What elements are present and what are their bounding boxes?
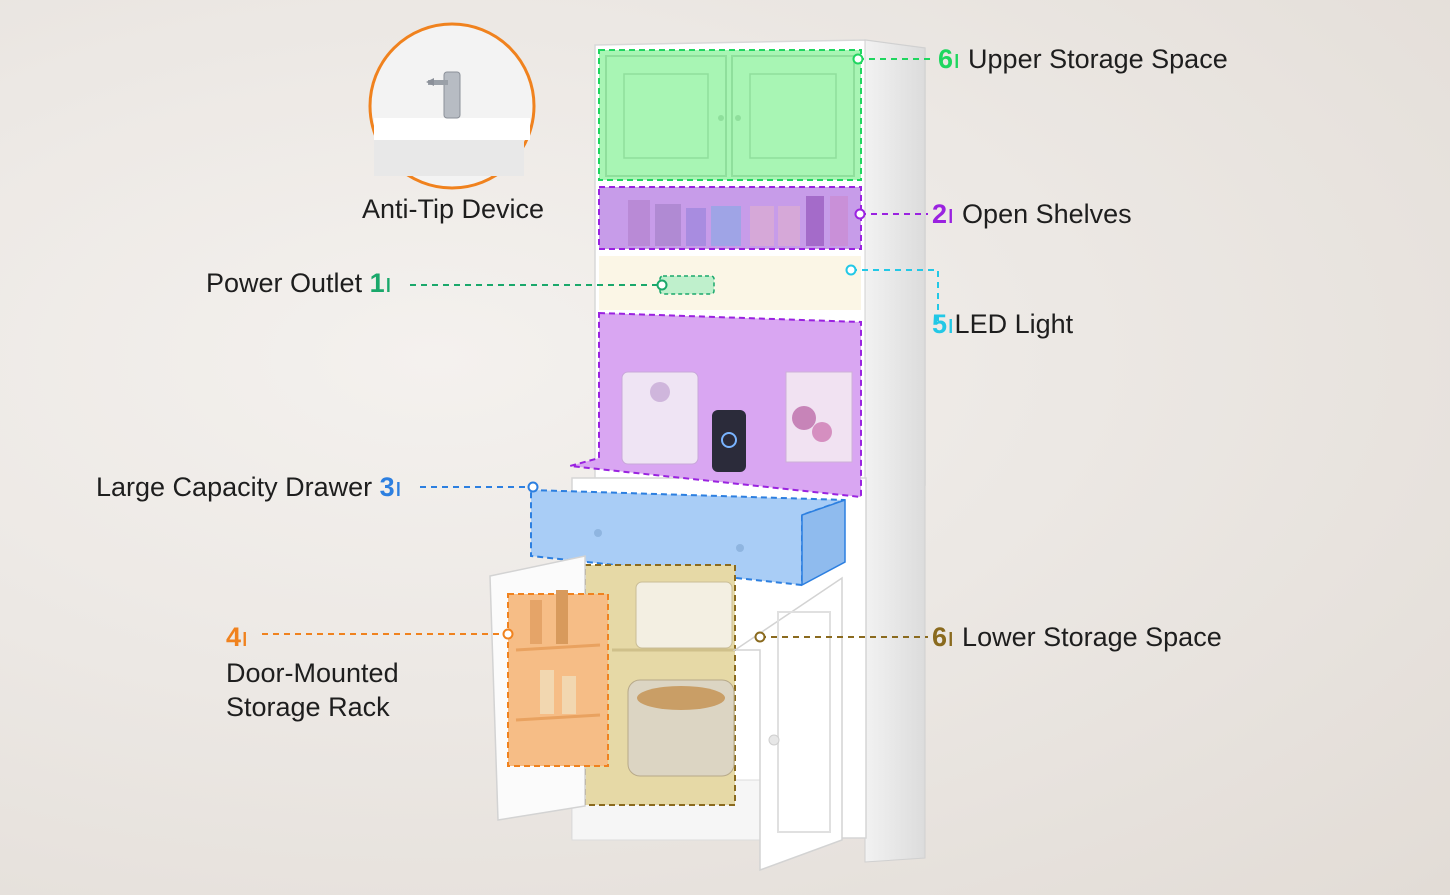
power-outlet-overlay (659, 275, 715, 295)
led-light-text: LED Light (954, 309, 1074, 339)
anti-tip-caption: Anti-Tip Device (362, 194, 545, 224)
upper-storage-label: 6ı Upper Storage Space (938, 44, 1228, 74)
led-light-number: 5 (932, 309, 948, 339)
power-outlet-text: Power Outlet (206, 268, 363, 298)
led-light-strip (599, 256, 861, 310)
upper-storage-text: Upper Storage Space (968, 44, 1228, 74)
door-rack-number-label: 4ı (226, 622, 249, 652)
upper-storage-overlay (598, 49, 862, 181)
door-rack-label-line1: Door-Mounted (226, 658, 399, 688)
right-door (732, 576, 843, 872)
open-shelves-overlay (598, 186, 862, 250)
open-shelves-number: 2 (932, 199, 948, 229)
drawer-number: 3 (379, 472, 395, 502)
lower-storage-number: 6 (932, 622, 948, 652)
upper-storage-number: 6 (938, 44, 954, 74)
left-door (489, 555, 609, 821)
lower-storage-overlay (584, 564, 736, 806)
door-rack-number: 4 (226, 622, 242, 652)
power-outlet-label: Power Outlet 1ı (206, 268, 393, 298)
drawer-text: Large Capacity Drawer (96, 472, 373, 502)
anti-tip-inset (368, 22, 536, 190)
lower-storage-text: Lower Storage Space (962, 622, 1222, 652)
power-outlet-number: 1 (369, 268, 385, 298)
open-shelves-text: Open Shelves (962, 199, 1132, 229)
led-light-label: 5ıLED Light (932, 309, 1074, 339)
lower-storage-label: 6ı Lower Storage Space (932, 622, 1222, 652)
drawer-label: Large Capacity Drawer 3ı (96, 472, 403, 502)
callout-lines (262, 53, 939, 643)
open-shelves-label: 2ı Open Shelves (932, 199, 1132, 229)
drawer-overlay (530, 488, 846, 587)
counter-overlay (569, 311, 862, 499)
door-rack-label-line2: Storage Rack (226, 692, 390, 722)
